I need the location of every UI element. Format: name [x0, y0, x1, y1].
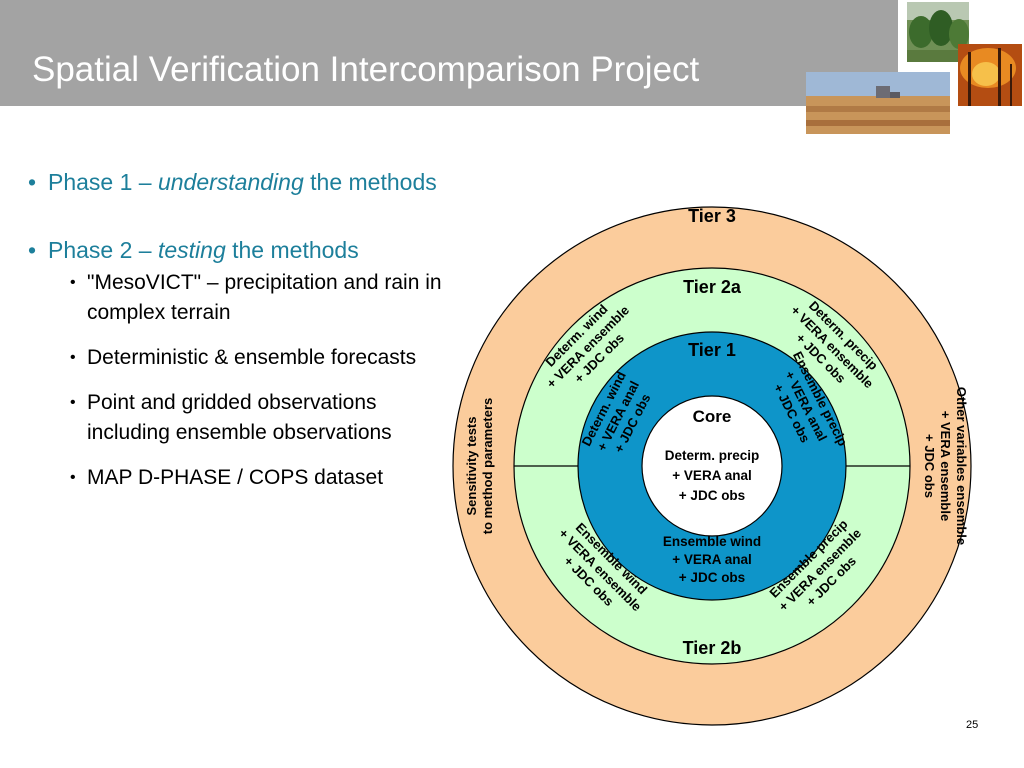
tier1-bottom-line: + VERA anal	[672, 552, 751, 567]
bullet-dot: •	[28, 237, 37, 263]
bullet-dot: •	[70, 469, 76, 486]
sub-bullet-forecasts: • Deterministic & ensemble forecasts	[28, 343, 448, 373]
sub-bullet-text: "MesoVICT" – precipitation and rain in c…	[87, 271, 442, 324]
title-bar	[0, 0, 898, 106]
bullet-dot: •	[70, 394, 76, 411]
page-number: 25	[966, 719, 979, 731]
core-circle	[641, 395, 783, 537]
bullet-dot: •	[70, 349, 76, 366]
tier3-left-line: Sensitivity tests	[464, 417, 479, 516]
tier1-label: Tier 1	[688, 340, 736, 360]
bullet-dot: •	[70, 274, 76, 291]
bullet-dot: •	[28, 169, 37, 195]
tier2b-label: Tier 2b	[683, 638, 742, 658]
sub-bullet-text: Point and gridded observations including…	[87, 391, 392, 444]
farm-field-photo	[806, 72, 950, 134]
tier2a-label: Tier 2a	[683, 277, 742, 297]
phase2-suffix: the methods	[225, 237, 359, 263]
tier1-bottom-line: Ensemble wind	[663, 534, 761, 549]
sub-bullet-text: Deterministic & ensemble forecasts	[87, 346, 417, 369]
bullet-list: • Phase 1 – understanding the methods • Ph…	[28, 166, 448, 508]
core-line: Determ. precip	[665, 448, 760, 463]
core-line: + VERA anal	[672, 468, 751, 483]
tier3-right-text: Other variables ensemble + VERA ensemble…	[922, 387, 969, 545]
tier1-bottom-text: Ensemble wind + VERA anal + JDC obs	[663, 534, 761, 585]
core-label: Core	[693, 407, 732, 426]
phase1-suffix: the methods	[303, 169, 437, 195]
phase1-prefix: Phase 1 –	[48, 169, 158, 195]
forest-photo	[907, 2, 969, 62]
sub-bullet-text: MAP D-PHASE / COPS dataset	[87, 466, 384, 489]
core-content: Determ. precip + VERA anal + JDC obs	[665, 448, 760, 503]
tier3-left-line: to method parameters	[480, 398, 495, 535]
sub-bullet-mesovict: • "MesoVICT" – precipitation and rain in …	[28, 268, 448, 328]
core-line: + JDC obs	[679, 488, 745, 503]
tier1-bottom-line: + JDC obs	[679, 570, 745, 585]
tier3-right-line: + VERA ensemble	[938, 411, 953, 521]
slide-title: Spatial Verification Intercomparison Pro…	[32, 50, 700, 89]
tier3-label: Tier 3	[688, 206, 736, 226]
phase2-emphasis: testing	[157, 237, 226, 263]
phase2-prefix: Phase 2 –	[48, 237, 158, 263]
tier3-right-line: Other variables ensemble	[954, 387, 969, 545]
fire-photo	[958, 44, 1022, 106]
phase1-emphasis: understanding	[157, 169, 304, 195]
sub-bullet-dataset: • MAP D-PHASE / COPS dataset	[28, 463, 448, 493]
bullet-phase-1: • Phase 1 – understanding the methods	[28, 166, 448, 198]
tier3-left-text: Sensitivity tests to method parameters	[464, 398, 495, 535]
tier3-right-line: + JDC obs	[922, 434, 937, 498]
bullet-phase-2: • Phase 2 – testing the methods	[28, 234, 448, 266]
sub-bullet-observations: • Point and gridded observations includin…	[28, 388, 448, 448]
sub-bullet-list: • "MesoVICT" – precipitation and rain in …	[28, 268, 448, 493]
